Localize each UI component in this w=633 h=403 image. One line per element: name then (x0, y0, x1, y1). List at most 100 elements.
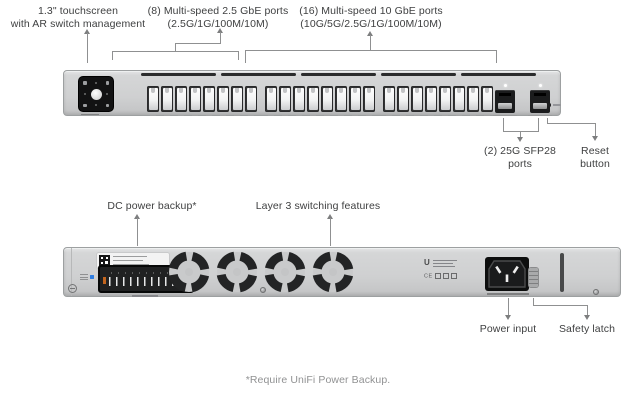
rj45-port (203, 86, 215, 116)
screen-icon (83, 81, 87, 85)
callout-10g-label: (16) Multi-speed 10 GbE ports (10G/5G/2.… (281, 5, 461, 30)
port-number-text (150, 115, 156, 116)
screen-dot-icon (95, 104, 97, 106)
callout-touchscreen-line1: 1.3" touchscreen (37, 5, 119, 17)
ce-mark: CE (424, 273, 433, 280)
port-number-text (386, 115, 392, 116)
port-number-text (248, 115, 254, 116)
switch-front-panel (63, 70, 561, 116)
arrow-latch-icon (584, 315, 590, 320)
ubiquiti-logo-icon: U (424, 258, 430, 267)
port-number-text (234, 115, 240, 116)
rj45-port (189, 86, 201, 116)
model-text (81, 113, 99, 115)
callout-25g-label: (8) Multi-speed 2.5 GbE ports (2.5G/1G/1… (128, 5, 308, 30)
port-number-text (338, 115, 344, 116)
arrow-touchscreen-icon (84, 29, 90, 34)
port-number-text (310, 115, 316, 116)
rj45-jack (364, 88, 374, 110)
callout-latch-label: Safety latch (558, 323, 616, 335)
vent-slot (221, 73, 296, 76)
rj45-jack (308, 88, 318, 110)
panel-seam (71, 248, 72, 296)
bracket-10g (496, 50, 497, 63)
regulatory-marks: CE (424, 273, 457, 279)
fan-icon (312, 251, 354, 293)
callout-touchscreen-label: 1.3" touchscreen with AR switch manageme… (0, 5, 163, 30)
sfp-led-icon (538, 84, 542, 87)
rj45-jack (384, 88, 394, 110)
rj45-port (453, 86, 465, 116)
fcc-mark-icon (434, 273, 441, 279)
rj45-jack (232, 88, 242, 110)
line-25g (175, 43, 176, 51)
callout-dc-label: DC power backup* (107, 200, 197, 212)
callout-10g-line1: (16) Multi-speed 10 GbE ports (299, 5, 443, 17)
rj45-jack (190, 88, 200, 110)
rj45-port (265, 86, 277, 116)
rj45-jack (162, 88, 172, 110)
power-inlet (485, 257, 529, 291)
qr-code-icon (99, 255, 110, 266)
line-latch (533, 305, 588, 306)
sticker-text (113, 259, 143, 261)
arrow-layer3-icon (327, 214, 333, 219)
arrow-sfp-icon (517, 137, 523, 142)
tag-text (80, 279, 88, 280)
sfp-number-text (493, 115, 517, 116)
vent-slot (381, 73, 456, 76)
callout-10g-line2: (10G/5G/2.5G/1G/100M/10M) (300, 17, 442, 30)
sticker-text (433, 263, 453, 264)
rj45-port (147, 86, 159, 116)
port-number-text (456, 115, 462, 116)
reset-button-icon (547, 103, 551, 107)
screen-icon (105, 81, 109, 85)
line-sfp (503, 131, 539, 132)
line-latch (533, 298, 534, 305)
rj45-jack (322, 88, 332, 110)
weee-mark-icon (450, 273, 457, 279)
fan-icon (216, 251, 258, 293)
line-touchscreen (87, 33, 88, 63)
bracket-25g (112, 51, 238, 52)
prong-icon (505, 274, 509, 282)
vent-slot (301, 73, 376, 76)
port-number-text (324, 115, 330, 116)
callout-sfp-label: (2) 25G SFP28 ports (460, 145, 580, 170)
line-dc (137, 218, 138, 246)
qr-sticker (97, 253, 169, 268)
regulatory-sticker: U CE (424, 259, 474, 285)
fan-icon (264, 251, 306, 293)
callout-touchscreen-line2: with AR switch management (10, 17, 146, 30)
callout-reset-label: Reset button (535, 145, 633, 170)
screw-icon (260, 287, 266, 293)
port-number-text (178, 115, 184, 116)
callout-reset-line1: Reset (581, 145, 609, 157)
port-number-text (400, 115, 406, 116)
fan-icon (168, 251, 210, 293)
arrow-power-icon (505, 315, 511, 320)
rj45-jack (398, 88, 408, 110)
rj45-port (397, 86, 409, 116)
rj45-jack (246, 88, 256, 110)
ground-screw-icon (68, 284, 77, 293)
rj45-jack (350, 88, 360, 110)
line-sfp (520, 131, 521, 137)
tag-text (80, 276, 88, 278)
callout-sfp-line2: ports (508, 157, 532, 170)
line-layer3 (330, 218, 331, 246)
rj45-port (467, 86, 479, 116)
port-number-text (442, 115, 448, 116)
port-group-3 (383, 86, 493, 116)
rj45-port (293, 86, 305, 116)
rj45-port (481, 86, 493, 116)
sticker-text (433, 260, 457, 261)
rj45-jack (148, 88, 158, 110)
rj45-port (279, 86, 291, 116)
arrow-25g-icon (217, 28, 223, 33)
rj45-jack (336, 88, 346, 110)
power-rating-text (487, 293, 529, 295)
line-reset (547, 123, 595, 124)
port-number-text (296, 115, 302, 116)
port-number-text (268, 115, 274, 116)
